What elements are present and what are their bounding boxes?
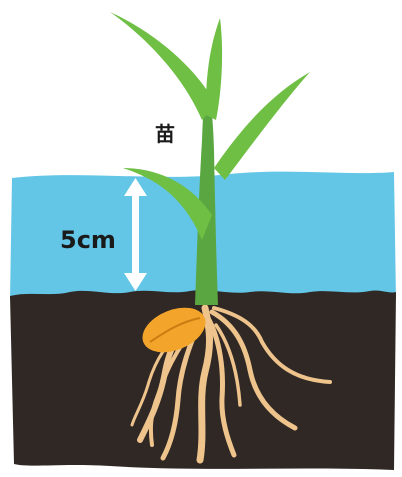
leaf-top-center (206, 18, 222, 120)
leaf-right (214, 72, 310, 180)
seedling-label: 苗 (155, 122, 175, 146)
water-depth-label: 5cm (60, 226, 116, 254)
leaf-top-left (110, 12, 216, 120)
